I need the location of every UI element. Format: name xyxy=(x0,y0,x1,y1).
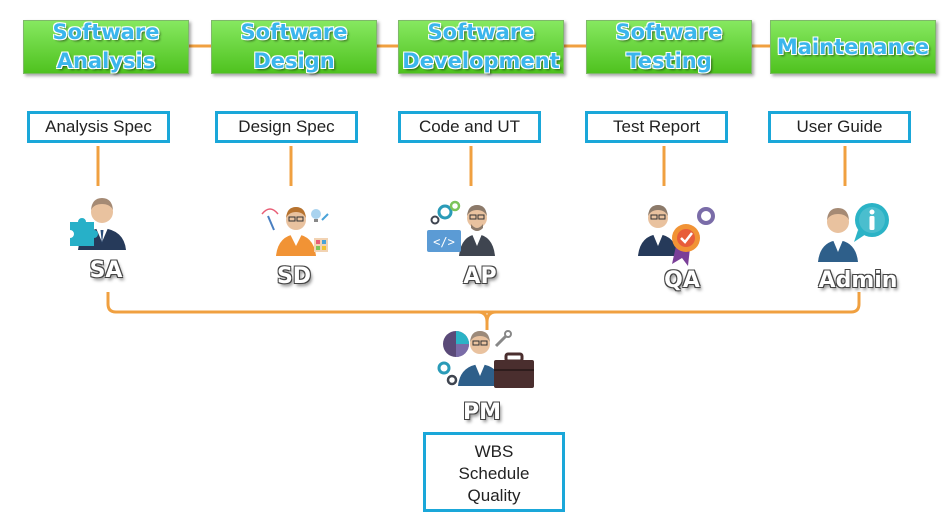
role-ap: AP xyxy=(463,264,497,289)
phase-testing: Software Testing xyxy=(586,20,752,74)
phase-development: Software Development xyxy=(398,20,564,74)
admin-icon xyxy=(818,203,889,262)
phase-design: Software Design xyxy=(211,20,377,74)
doc-design-spec: Design Spec xyxy=(215,111,358,143)
role-sa: SA xyxy=(89,258,123,283)
phase-label: Software Design xyxy=(240,20,348,73)
pm-item-schedule: Schedule xyxy=(458,464,530,483)
pm-deliverables-box: WBS Schedule Quality xyxy=(423,432,565,512)
phase-analysis: Software Analysis xyxy=(23,20,189,74)
pm-item-quality: Quality xyxy=(467,486,521,505)
role-admin: Admin xyxy=(818,268,898,293)
doc-test-report: Test Report xyxy=(585,111,728,143)
designer-icon xyxy=(261,207,329,256)
tester-icon xyxy=(638,205,715,266)
pm-item-wbs: WBS xyxy=(474,442,514,461)
phase-label: Maintenance xyxy=(776,34,930,59)
doc-code-and-ut: Code and UT xyxy=(398,111,541,143)
phase-label: Software Analysis xyxy=(52,20,160,73)
phase-maintenance: Maintenance xyxy=(770,20,936,74)
phase-label: Software Development xyxy=(402,20,560,73)
role-sd: SD xyxy=(276,264,312,289)
role-qa: QA xyxy=(664,268,700,293)
manager-icon xyxy=(437,330,534,388)
svg-text:</>: </> xyxy=(433,235,455,249)
role-pm: PM xyxy=(462,400,502,425)
phase-label: Software Testing xyxy=(615,20,723,73)
doc-analysis-spec: Analysis Spec xyxy=(27,111,170,143)
programmer-icon: </> xyxy=(427,200,495,256)
analyst-icon xyxy=(70,198,126,250)
doc-user-guide: User Guide xyxy=(768,111,911,143)
